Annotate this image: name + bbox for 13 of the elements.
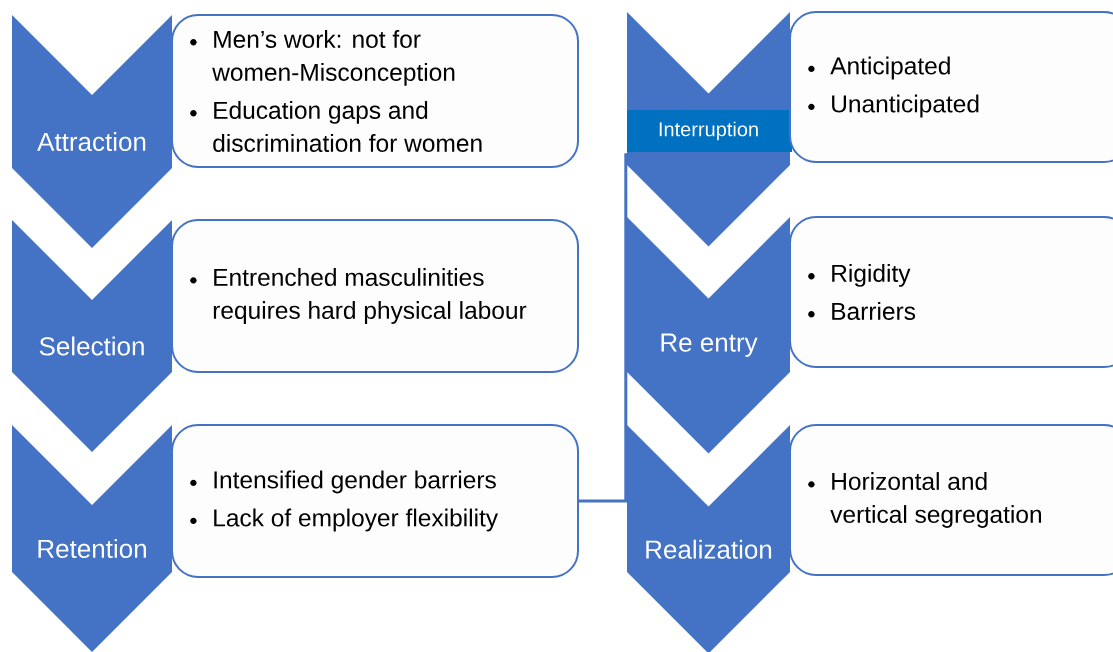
text-box: Anticipated Unanticipated	[789, 11, 1113, 163]
text-box: Men’s work: not for women-Misconception Education gaps and discrimination for women	[171, 14, 579, 168]
connector-line	[579, 153, 628, 503]
process-step: Selection	[12, 220, 172, 452]
process-step: Realization	[627, 425, 790, 652]
process-step: Interruption	[627, 12, 792, 247]
process-step: Attraction	[12, 15, 172, 248]
text-box: Intensified gender barriers Lack of employer flexibility	[171, 424, 579, 578]
text-box: Entrenched masculinities requires hard physical labour	[171, 219, 579, 373]
process-step: Re entry	[627, 217, 790, 454]
process-step: Retention	[12, 425, 172, 652]
text-box: Horizontal and vertical segregation	[789, 424, 1113, 576]
text-box: Rigidity Barriers	[789, 216, 1113, 368]
